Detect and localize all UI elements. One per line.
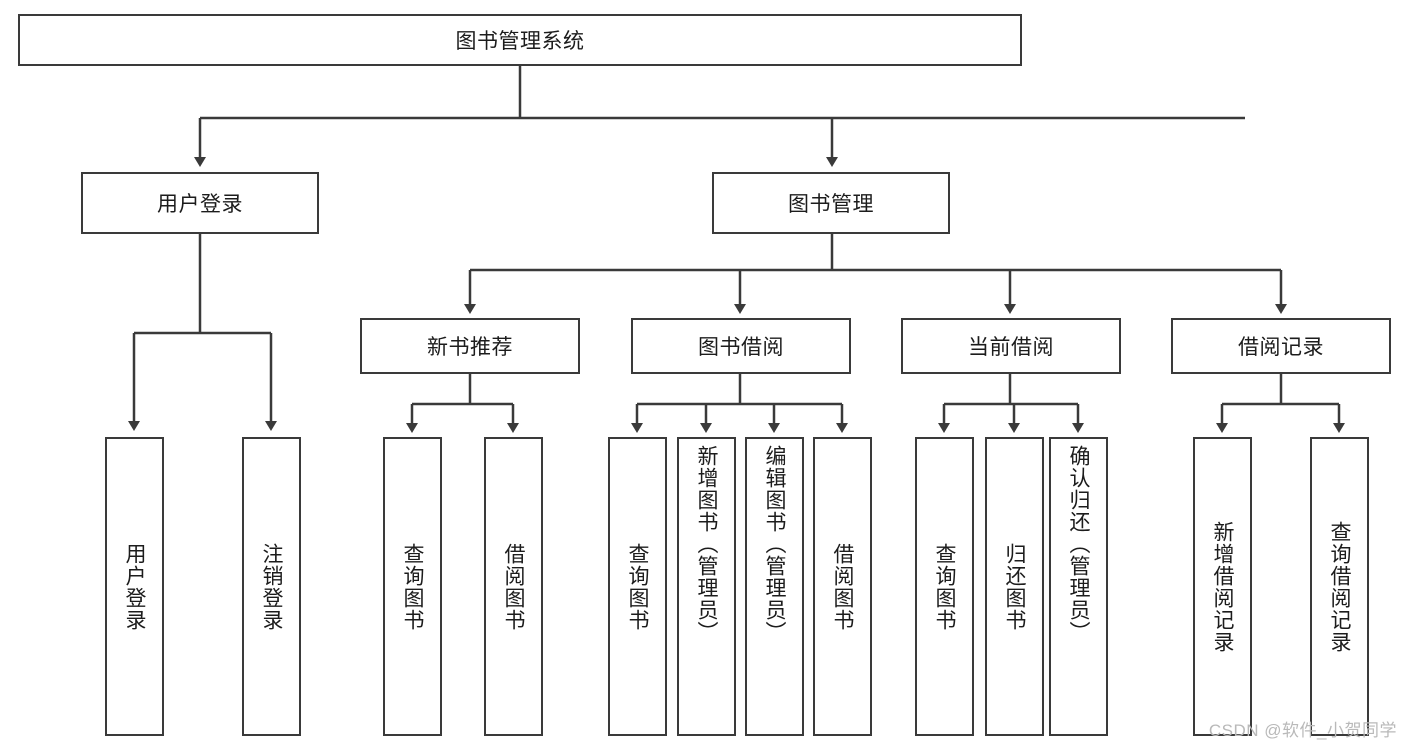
node-label: 查询图书 xyxy=(626,542,649,631)
leaf-record-add-record[interactable]: 新增借阅记录 xyxy=(1193,437,1252,736)
leaf-borrow-borrow-book[interactable]: 借阅图书 xyxy=(813,437,872,736)
node-label: 编辑图书（管理员） xyxy=(763,445,786,643)
node-label: 查询图书 xyxy=(933,542,956,631)
node-label: 用户登录 xyxy=(123,542,146,631)
node-book-management[interactable]: 图书管理 xyxy=(712,172,950,234)
node-label: 用户登录 xyxy=(157,193,243,216)
node-label: 借阅图书 xyxy=(502,542,525,631)
leaf-recommend-query-book[interactable]: 查询图书 xyxy=(383,437,442,736)
node-root-system[interactable]: 图书管理系统 xyxy=(18,14,1022,66)
leaf-borrow-add-book[interactable]: 新增图书（管理员） xyxy=(677,437,736,736)
node-label: 图书借阅 xyxy=(698,336,784,359)
node-current-borrow[interactable]: 当前借阅 xyxy=(901,318,1121,374)
leaf-current-confirm-return[interactable]: 确认归还（管理员） xyxy=(1049,437,1108,736)
node-label: 归还图书 xyxy=(1003,542,1026,631)
node-label: 新增借阅记录 xyxy=(1211,520,1234,653)
node-label: 当前借阅 xyxy=(968,336,1054,359)
leaf-user-login-signin[interactable]: 用户登录 xyxy=(105,437,164,736)
leaf-borrow-edit-book[interactable]: 编辑图书（管理员） xyxy=(745,437,804,736)
node-new-book-recommend[interactable]: 新书推荐 xyxy=(360,318,580,374)
leaf-current-query-book[interactable]: 查询图书 xyxy=(915,437,974,736)
leaf-user-login-signout[interactable]: 注销登录 xyxy=(242,437,301,736)
node-book-borrow[interactable]: 图书借阅 xyxy=(631,318,851,374)
leaf-recommend-borrow-book[interactable]: 借阅图书 xyxy=(484,437,543,736)
leaf-current-return-book[interactable]: 归还图书 xyxy=(985,437,1044,736)
node-label: 查询图书 xyxy=(401,542,424,631)
node-label: 借阅图书 xyxy=(831,542,854,631)
node-label: 图书管理系统 xyxy=(455,30,585,53)
node-label: 新增图书（管理员） xyxy=(695,445,718,643)
node-label: 注销登录 xyxy=(260,542,283,631)
node-borrow-record[interactable]: 借阅记录 xyxy=(1171,318,1391,374)
leaf-record-query-record[interactable]: 查询借阅记录 xyxy=(1310,437,1369,736)
node-label: 确认归还（管理员） xyxy=(1067,445,1090,643)
node-label: 图书管理 xyxy=(788,193,874,216)
watermark-text: CSDN @软件_小贺同学 xyxy=(1208,721,1397,740)
node-label: 查询借阅记录 xyxy=(1328,520,1351,653)
node-user-login[interactable]: 用户登录 xyxy=(81,172,319,234)
node-label: 新书推荐 xyxy=(427,336,513,359)
node-label: 借阅记录 xyxy=(1238,336,1324,359)
leaf-borrow-query-book[interactable]: 查询图书 xyxy=(608,437,667,736)
